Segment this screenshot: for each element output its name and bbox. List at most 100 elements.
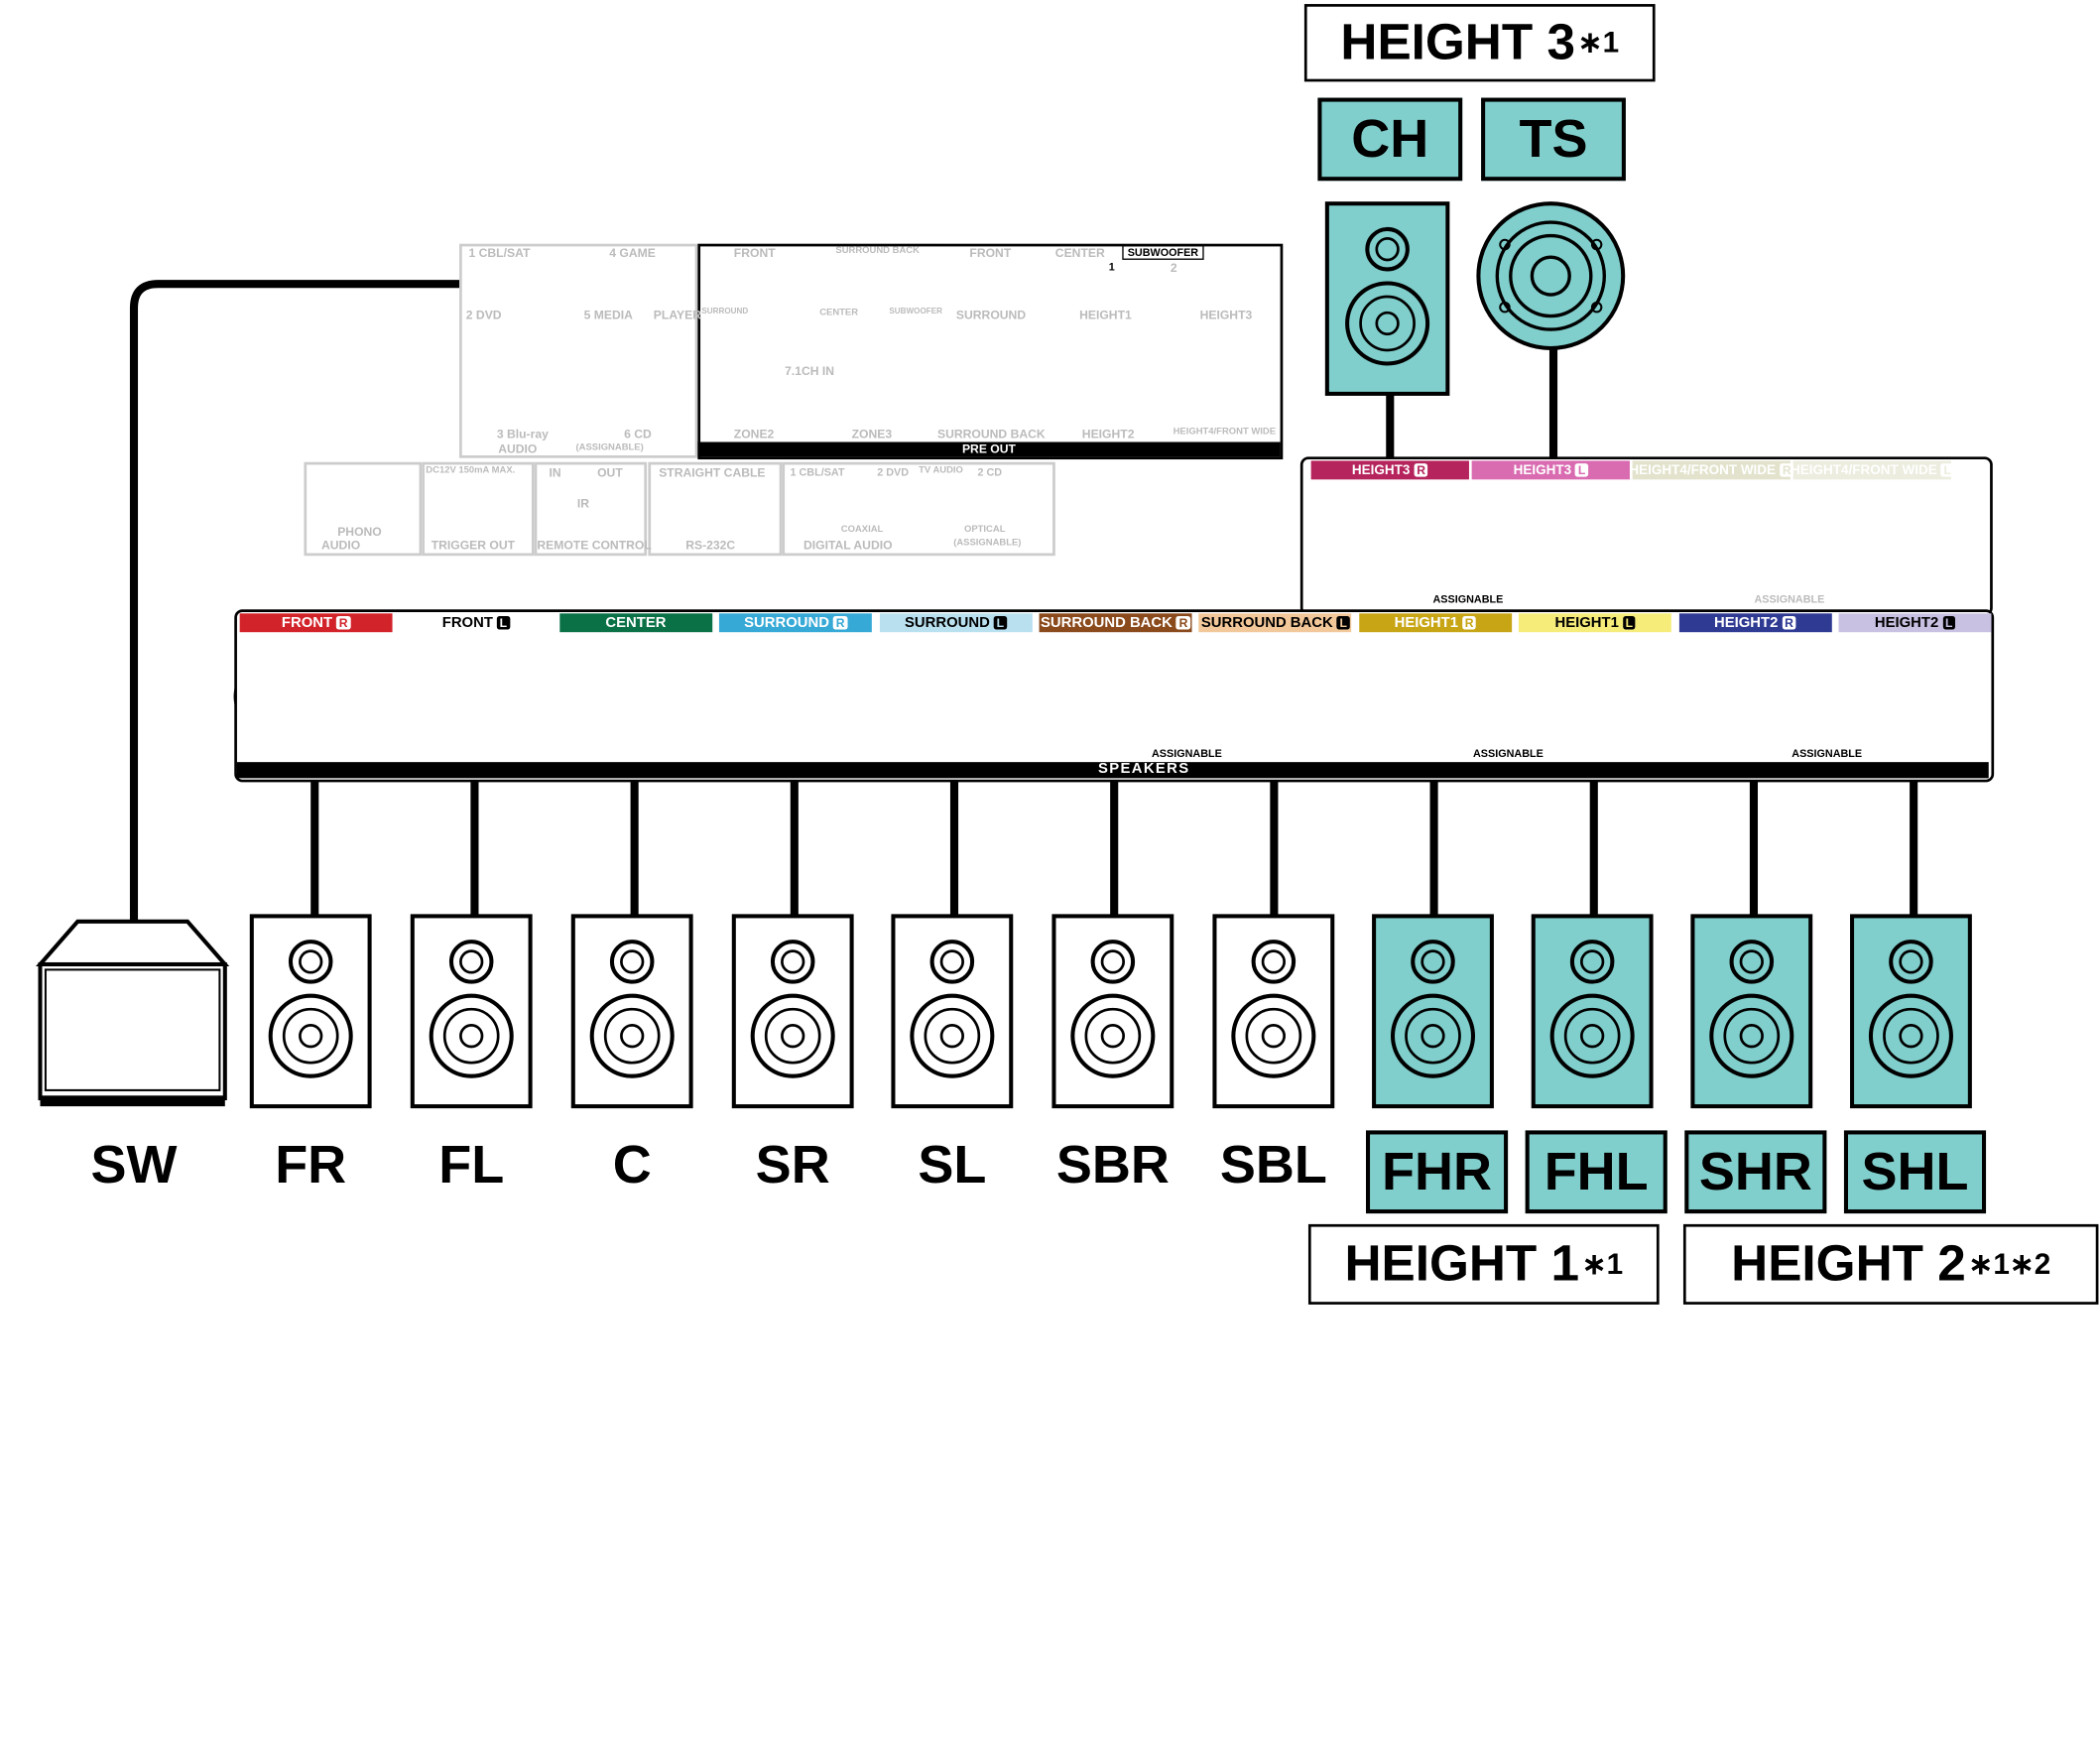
straight-cable-label: STRAIGHT CABLE [659,465,766,480]
top-terminal-label-text: HEIGHT3 [1351,462,1411,478]
tweeter-icon [1729,940,1775,984]
optical-label: OPTICAL [964,525,1006,535]
woofer-cone [442,1007,500,1065]
coaxial-label: COAXIAL [840,525,884,535]
terminal-label-2: CENTER [559,613,712,633]
woofer-icon [1390,993,1476,1078]
woofer-cap [1375,311,1400,336]
terminal-label-text: HEIGHT1 [1554,614,1619,631]
top-assignable-label-2: ASSIGNABLE [1754,593,1825,606]
woofer-icon [910,993,995,1078]
digital-tv-label: TV AUDIO [919,465,963,476]
speaker-shl-icon [1850,914,1972,1109]
woofer-cap [939,1024,965,1049]
tweeter-icon [770,940,815,984]
woofer-icon [1070,993,1156,1078]
preout-center-label: CENTER [1054,246,1105,260]
speaker-label-shr: SHR [1684,1130,1827,1214]
tweeter-icon [1569,940,1615,984]
tweeter-icon [1251,940,1297,984]
speaker-sl-icon [891,914,1014,1109]
preout-panel [697,243,1284,460]
audio-in-group-label: AUDIO [321,538,361,553]
digital-2-label: 2 DVD [877,465,910,478]
tweeter-dome [1739,949,1764,974]
tweeter-icon [448,940,494,984]
terminal-label-text: SURROUND [744,614,829,631]
woofer-icon [1231,993,1316,1078]
woofer-icon [750,993,835,1078]
terminal-label-text: FRONT [441,614,493,631]
speaker-label-shl: SHL [1843,1130,1987,1214]
woofer-cone [282,1007,339,1065]
ir-out-label: OUT [597,465,623,480]
woofer-icon [429,993,514,1078]
tweeter-icon [1889,940,1933,984]
assignable-label-2: ASSIGNABLE [1473,747,1544,760]
tweeter-dome [1899,949,1923,974]
audio-in-player-label: PLAYER [653,308,701,322]
speaker-sbr-icon [1051,914,1174,1109]
terminal-side-badge: L [1942,616,1956,630]
rs232-panel [648,461,783,557]
woofer-cone [1359,295,1416,352]
height1-group-name: HEIGHT 1 [1344,1235,1580,1293]
speaker-label-c: C [612,1135,652,1195]
terminal-side-badge: R [1462,616,1477,630]
dc12v-label: DC12V 150mA MAX. [426,465,516,476]
woofer-cone [1723,1007,1781,1065]
digital-cd-label: 2 CD [977,465,1003,478]
speaker-label-fr: FR [275,1135,347,1195]
tweeter-dome [459,949,484,974]
woofer-cap [1100,1024,1126,1049]
tweeter-dome [1580,949,1605,974]
ch71-surround-label: SURROUND [701,308,749,316]
ch71-center-label: CENTER [819,308,859,317]
woofer-icon [268,993,353,1078]
remote-label: REMOTE CONTROL [537,538,652,553]
woofer-cone [1563,1007,1621,1065]
audio-in-media-label: 5 MEDIA [583,308,633,322]
tweeter-icon [288,940,333,984]
speaker-cabinet [731,914,854,1109]
height3-group-name: HEIGHT 3 [1340,14,1575,70]
digital-panel [782,461,1055,557]
audio-in-bluray-label: 3 Blu-ray [496,427,549,441]
woofer-cap [459,1024,484,1049]
trigger-label: TRIGGER OUT [431,538,516,553]
speaker-sr-icon [731,914,854,1109]
tweeter-dome [939,949,965,974]
tweeter-dome [1375,237,1400,262]
speaker-fhl-icon [1531,914,1654,1109]
woofer-cap [1739,1024,1764,1049]
speakers-panel-label: SPEAKERS [1098,760,1190,777]
speakers-panel-bottom-bar [236,762,1989,779]
tweeter-dome [1100,949,1126,974]
speaker-shr-icon [1690,914,1813,1109]
ceiling-speaker-screw [1499,238,1511,251]
audio-in-label: AUDIO [498,441,538,456]
speaker-label-fhr: FHR [1366,1130,1509,1214]
height1-group-note: ∗1 [1581,1246,1624,1281]
woofer-icon [589,993,675,1078]
terminal-label-text: SURROUND BACK [1200,614,1333,631]
height1-group-label: HEIGHT 1∗1 [1307,1223,1660,1305]
terminal-label-text: FRONT [281,614,333,631]
sw-out-1-label: 1 [1108,261,1115,274]
terminal-side-badge: R [832,616,848,630]
top-assignable-label-1: ASSIGNABLE [1432,593,1504,606]
trigger-panel [422,461,535,557]
height2-group-name: HEIGHT 2 [1731,1235,1966,1293]
woofer-cone [924,1007,981,1065]
terminal-label-text: SURROUND BACK [1041,614,1173,631]
woofer-cap [781,1024,805,1049]
preout-surround-back-label: SURROUND BACK [937,427,1046,441]
height2-group-label: HEIGHT 2∗1∗2 [1682,1223,2099,1305]
ceiling-speaker-screw [1499,301,1511,314]
speaker-fl-icon [410,914,533,1109]
terminal-side-badge: R [336,616,351,630]
speaker-label-fl: FL [438,1135,505,1195]
